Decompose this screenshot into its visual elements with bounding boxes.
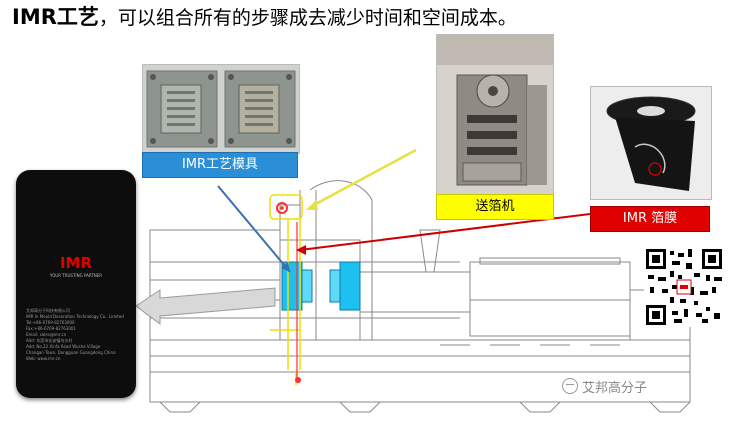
product-line: Add: 东莞市长安镇乌沙村	[26, 338, 73, 343]
product-line: Web: www.imr.cn	[26, 356, 61, 361]
product-line: Tel:+86-0769-82763000	[26, 320, 75, 325]
product-line: Fax:+86-0769-82763001	[26, 326, 76, 331]
page-title: IMR工艺，可以组合所有的步骤成去减少时间和空间成本。	[12, 4, 517, 30]
foil-roll-photo	[590, 86, 712, 200]
finished-phone-cover: IMR YOUR TRUSTING PARTNER 艾邦高分子科技有限公司 IM…	[16, 170, 136, 398]
product-line: 艾邦高分子科技有限公司	[26, 308, 70, 313]
product-contact-lines: 艾邦高分子科技有限公司 IMR In Mould Decoration Tech…	[26, 308, 126, 362]
foil-feeder-image	[437, 35, 553, 195]
product-logo: IMR	[59, 254, 93, 272]
product-tagline: YOUR TRUSTING PARTNER	[49, 273, 103, 278]
product-line: Email: sales@imr.cn	[26, 332, 67, 337]
mold-image	[143, 65, 299, 153]
foil-roll-image	[591, 87, 711, 199]
title-text: ，可以组合所有的步骤成去减少时间和空间成本。	[98, 7, 517, 29]
product-line: IMR In Mould Decoration Technology Co., …	[26, 314, 124, 319]
product-line: Changan Town, Dongguan Guangdong China	[26, 350, 116, 355]
mold-label: IMR工艺模具	[142, 152, 298, 178]
watermark-text: 艾邦高分子	[582, 381, 648, 396]
title-emphasis: IMR工艺	[12, 5, 99, 29]
watermark: 艾邦高分子	[562, 378, 647, 398]
wechat-icon	[562, 378, 578, 394]
qr-code	[644, 247, 724, 327]
foil-label: IMR 箔膜	[590, 206, 710, 232]
product-line: Add: No.22 Xinfa Road Wusha Village	[26, 344, 101, 349]
foil-feeder-photo	[436, 34, 554, 196]
mold-photo	[142, 64, 300, 154]
feeder-label: 送箔机	[436, 194, 554, 220]
